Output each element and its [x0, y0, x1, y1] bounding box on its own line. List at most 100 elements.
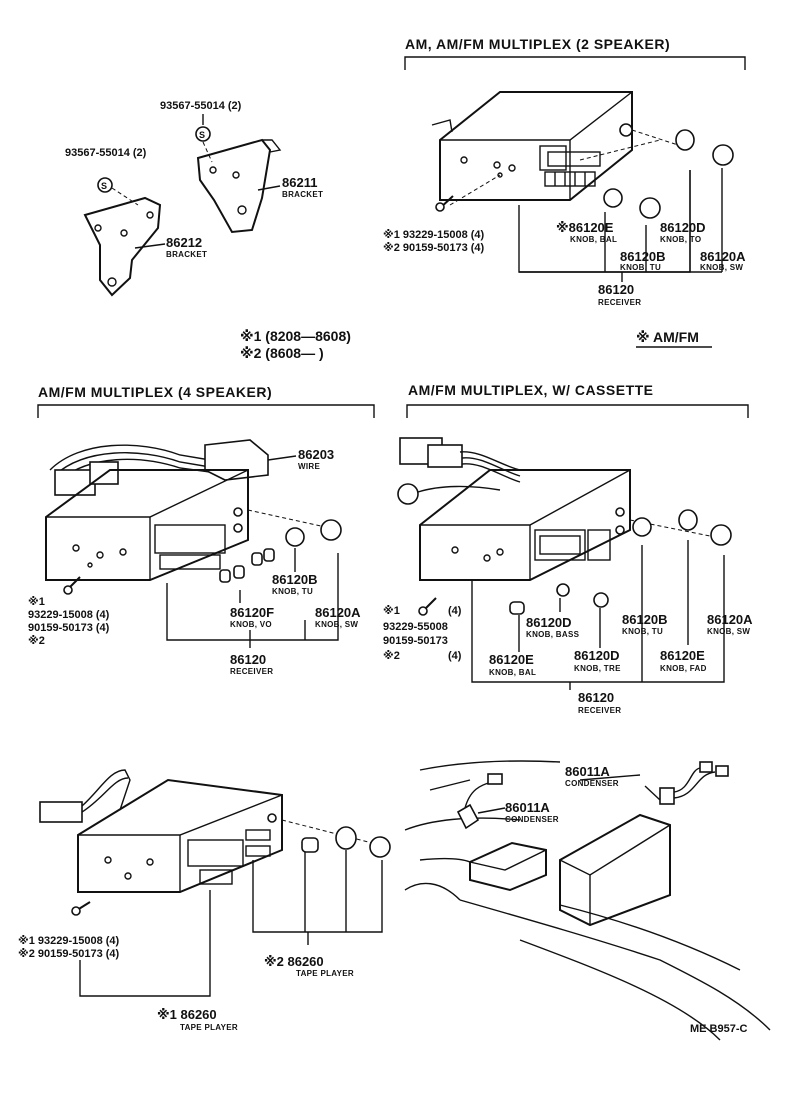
knob-e2-name: KNOB, FAD: [660, 664, 707, 673]
knob-b-number: 86120B: [620, 249, 666, 264]
svg-text:S: S: [199, 130, 205, 140]
screw-a-label: 93567-55014 (2): [160, 100, 242, 112]
section-bracket-4-speaker: [37, 404, 375, 418]
knob-d2-number: 86120D: [574, 648, 620, 663]
figure-code: ME B957-C: [690, 1023, 748, 1035]
knob-86120b-icon: [632, 517, 652, 537]
knob-b-name: KNOB, TU: [620, 263, 661, 272]
knob-a-number: 86120A: [700, 249, 746, 264]
receiver-number: 86120: [230, 652, 266, 667]
connector-icon: [39, 801, 83, 823]
knob-b-name: KNOB, TU: [272, 587, 313, 596]
section-title-4-speaker: AM/FM MULTIPLEX (4 SPEAKER): [38, 384, 272, 400]
bracket-1-number: 86211: [282, 175, 317, 190]
screw-1-label: ※1 93229-15008 (4): [383, 229, 485, 241]
knob-icon: [369, 836, 391, 858]
knob-e1-number: 86120E: [489, 652, 534, 667]
knob-86120e-icon: [678, 509, 698, 531]
screw-2-label: ※2 90159-50173 (4): [18, 948, 120, 960]
screw-2-label: 90159-50173 (4): [28, 622, 110, 634]
receiver-4-speaker: 86203 WIRE ※1 93229-15008 (4): [28, 439, 361, 676]
tape-2-name: TAPE PLAYER: [296, 969, 354, 978]
condenser-2-name: CONDENSER: [505, 815, 559, 824]
section-bracket-2-speaker: [404, 56, 746, 70]
screw-s-icon: [97, 177, 113, 193]
bracket-1-name: BRACKET: [282, 190, 323, 199]
knob-86120a-icon: [320, 519, 342, 541]
receiver-number: 86120: [598, 282, 634, 297]
knob-86120a-icon: [712, 144, 734, 166]
svg-text:S: S: [101, 181, 107, 191]
receiver-cassette: ※1 (4) 93229-55008 90159-50173 ※2 (4) 86…: [383, 437, 753, 715]
knob-e-name: KNOB, BAL: [570, 235, 617, 244]
knob-b-name: KNOB, TU: [622, 627, 663, 636]
screw-1-label: 93229-55008: [383, 621, 448, 633]
receiver-name: RECEIVER: [598, 298, 641, 307]
note-2: ※2 (8608— ): [240, 345, 324, 361]
knob-a-name: KNOB, SW: [700, 263, 743, 272]
knob-86120a-icon: [710, 524, 732, 546]
screw-star-1: ※1: [28, 596, 45, 608]
section-title-cassette: AM/FM MULTIPLEX, W/ CASSETTE: [408, 382, 654, 398]
knob-86120d-icon: [675, 129, 695, 151]
tape-1-number: ※1 86260: [157, 1007, 217, 1022]
knob-86120d-icon: [556, 583, 570, 597]
condenser-icon: [456, 803, 480, 830]
knob-e2-number: 86120E: [660, 648, 705, 663]
wire-name: WIRE: [298, 462, 320, 471]
knob-a-number: 86120A: [315, 605, 361, 620]
condenser-1-name: CONDENSER: [565, 779, 619, 788]
screw-star-1: ※1: [383, 605, 400, 617]
receiver-number: 86120: [578, 690, 614, 705]
knob-86120b-icon: [285, 527, 305, 547]
bracket-2-name: BRACKET: [166, 250, 207, 259]
section-title-2-speaker: AM, AM/FM MULTIPLEX (2 SPEAKER): [405, 36, 670, 52]
wire-number: 86203: [298, 447, 334, 462]
screw-star-2: ※2: [383, 650, 400, 662]
knob-e-number: ※86120E: [556, 220, 614, 235]
tape-1-name: TAPE PLAYER: [180, 1023, 238, 1032]
knob-b-number: 86120B: [272, 572, 318, 587]
knob-f-number: 86120F: [230, 605, 274, 620]
screw-b-label: 93567-55014 (2): [65, 147, 147, 159]
condenser-icon: [659, 787, 675, 805]
knob-86120e-icon: [603, 188, 623, 208]
screw-1-label: ※1 93229-15008 (4): [18, 935, 120, 947]
note-1: ※1 (8208—8608): [240, 328, 351, 344]
knob-d-name: KNOB, TO: [660, 235, 701, 244]
receiver-name: RECEIVER: [578, 706, 621, 715]
note-amfm: ※ AM/FM: [636, 329, 699, 345]
knob-d1-name: KNOB, BASS: [526, 630, 580, 639]
tape-player: ※1 93229-15008 (4) ※2 90159-50173 (4) ※2…: [18, 769, 391, 1032]
knob-d-number: 86120D: [660, 220, 706, 235]
section-bracket-cassette: [406, 404, 749, 418]
knob-e1-name: KNOB, BAL: [489, 668, 536, 677]
receiver-name: RECEIVER: [230, 667, 273, 676]
screw-1-label: 93229-15008 (4): [28, 609, 110, 621]
condenser-1-number: 86011A: [565, 764, 610, 779]
bracket-2-number: 86212: [166, 235, 202, 250]
screw-qty-1: (4): [448, 605, 462, 617]
knob-a-name: KNOB, SW: [315, 620, 358, 629]
connector-icon: [204, 439, 269, 481]
screw-star-2: ※2: [28, 635, 45, 647]
knob-icon: [301, 837, 319, 853]
bracket-86211-shape: [196, 138, 272, 234]
screw-s-icon: [195, 126, 211, 142]
screw-2-label: 90159-50173: [383, 635, 448, 647]
screw-2-label: ※2 90159-50173 (4): [383, 242, 485, 254]
knob-a-number: 86120A: [707, 612, 753, 627]
receiver-2-speaker: ※1 93229-15008 (4) ※2 90159-50173 (4) ※8…: [383, 91, 746, 307]
knob-d1-number: 86120D: [526, 615, 572, 630]
knob-icon: [335, 826, 357, 850]
knob-f-name: KNOB, VO: [230, 620, 272, 629]
knob-86120b-icon: [639, 197, 661, 219]
bracket-86212-shape: [83, 196, 162, 297]
condenser-assembly: 86011A CONDENSER 86011A CONDENSER: [404, 760, 771, 1041]
condenser-2-number: 86011A: [505, 800, 550, 815]
knob-86120f-icon: [219, 569, 231, 583]
knob-d2-name: KNOB, TRE: [574, 664, 621, 673]
bracket-assembly: 93567-55014 (2) S 93567-55014 (2) S 8621…: [65, 100, 323, 297]
tape-2-number: ※2 86260: [264, 954, 324, 969]
